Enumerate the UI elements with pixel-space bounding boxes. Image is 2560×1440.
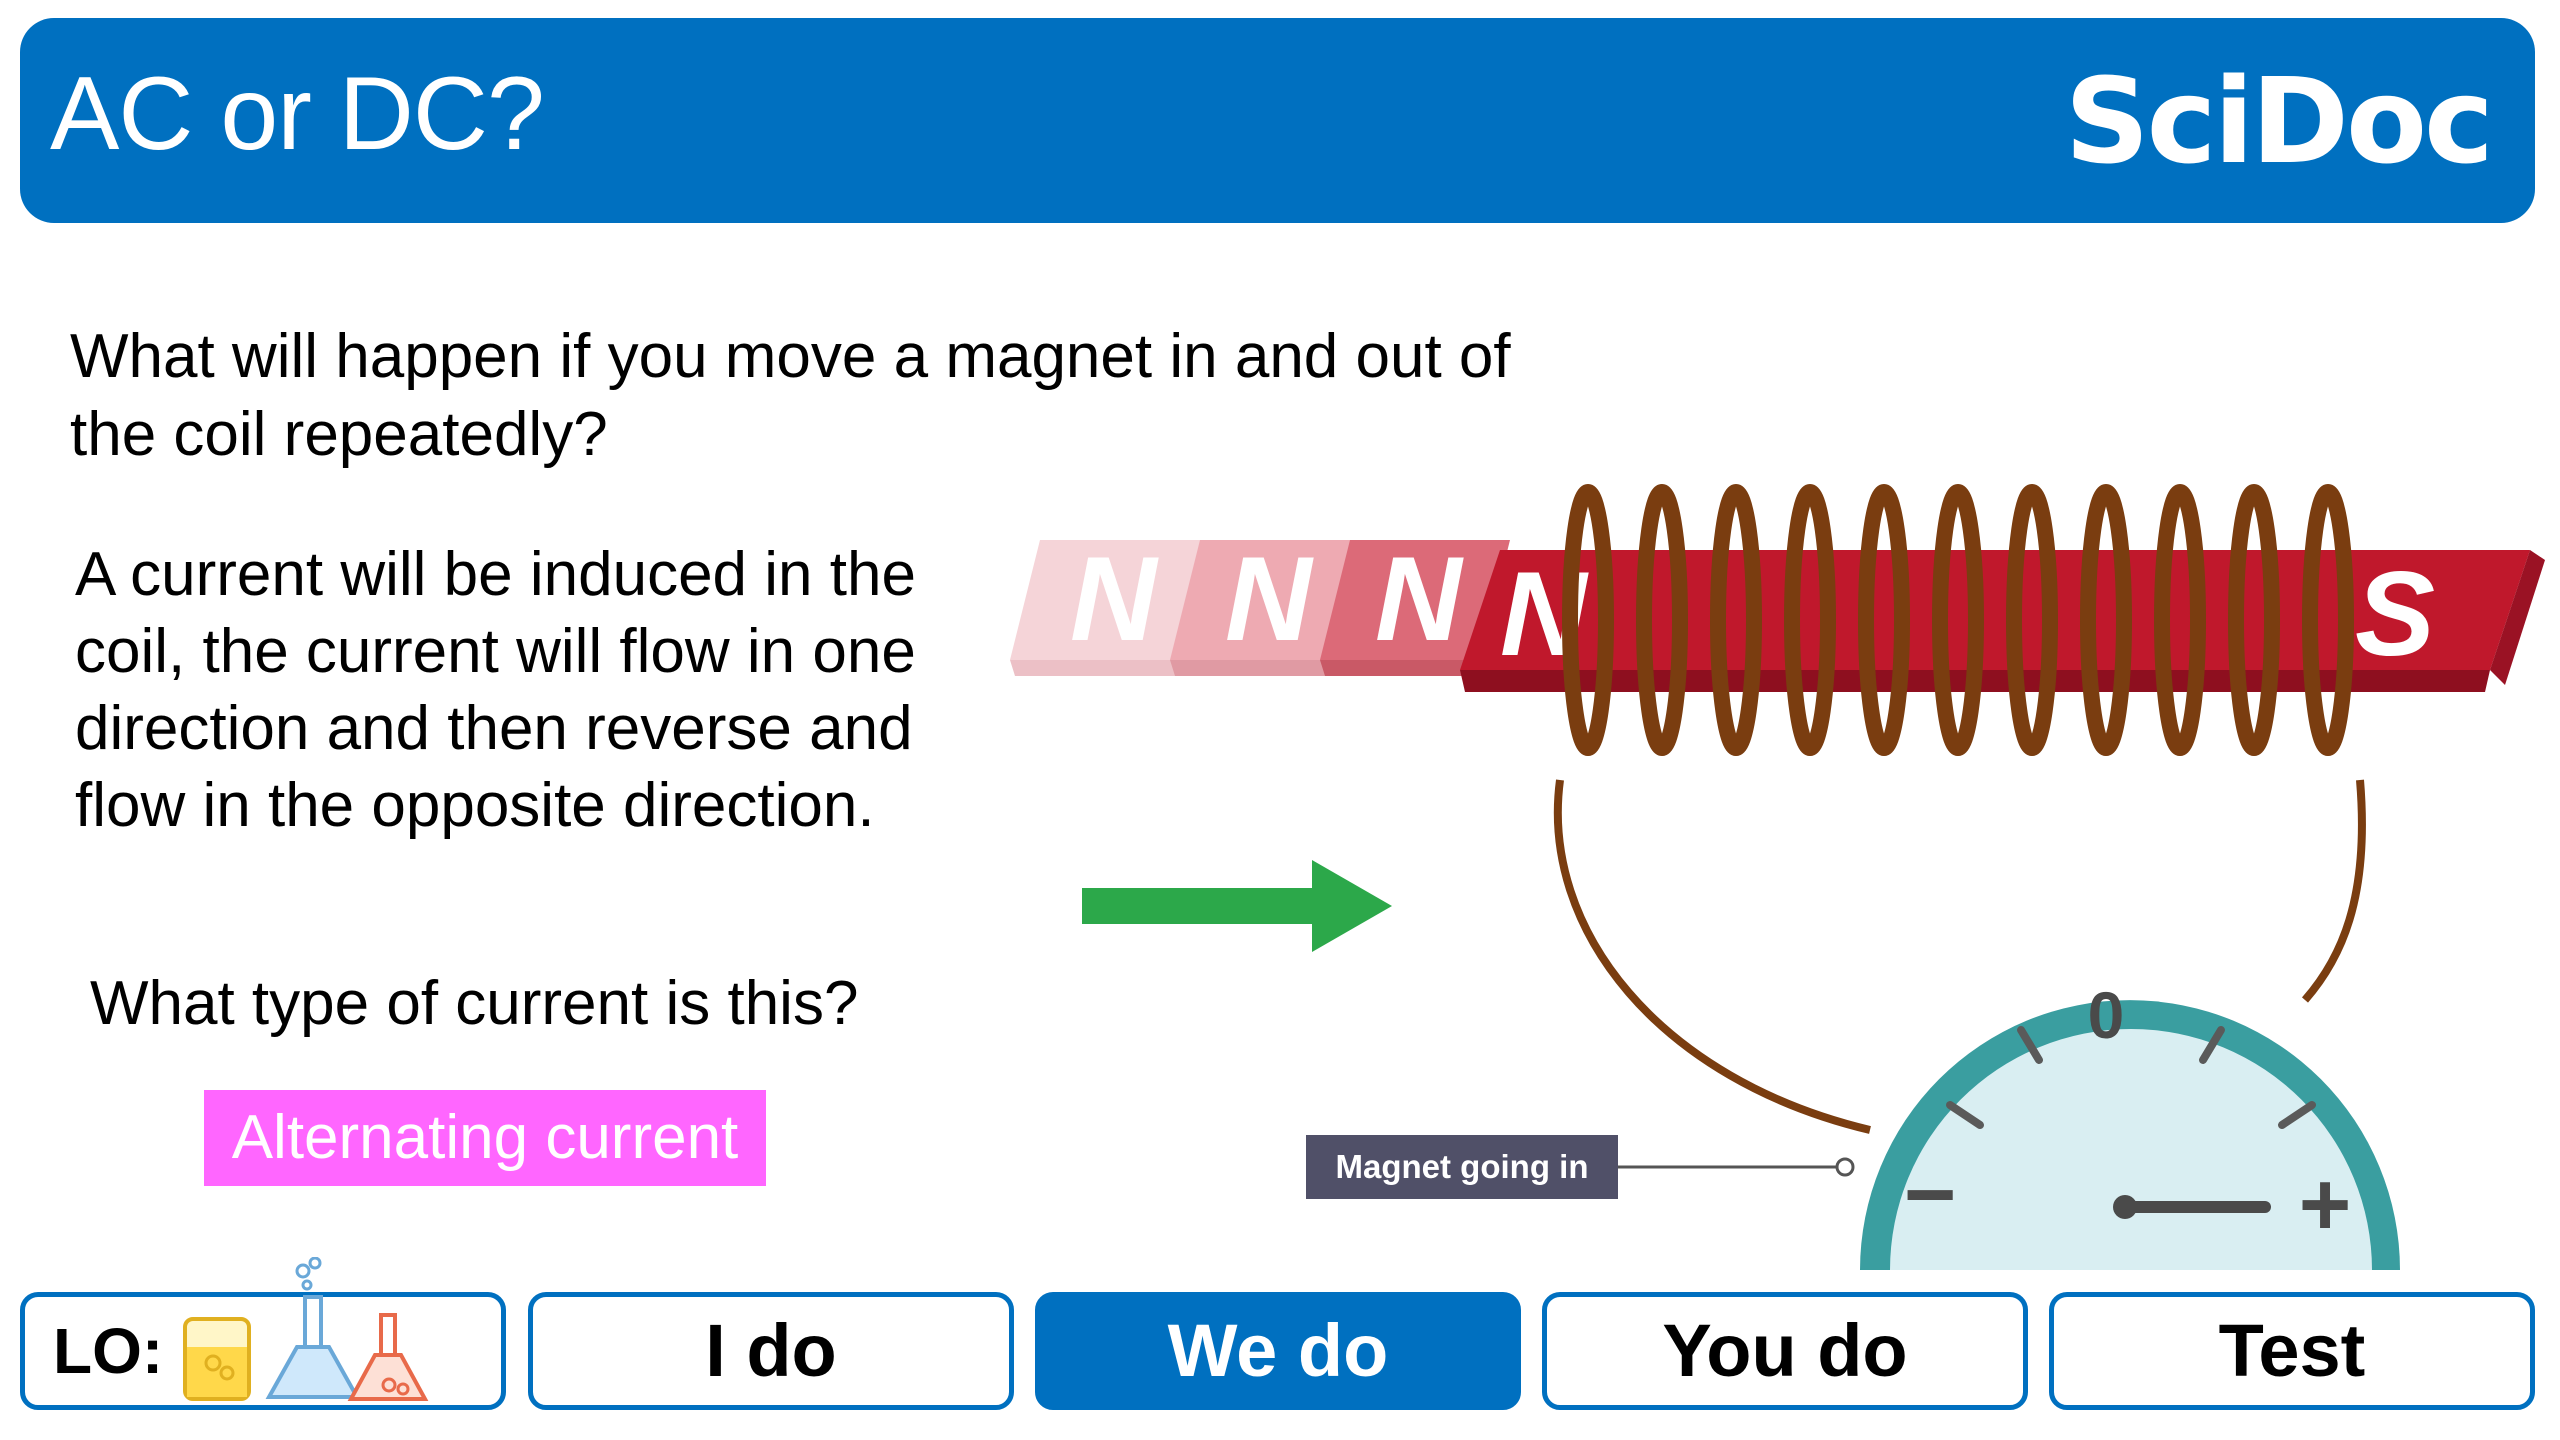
header-bar: AC or DC? SciDoc <box>20 18 2535 223</box>
page-title: AC or DC? <box>50 56 545 172</box>
alternating-current-answer[interactable]: Alternating current <box>204 1090 766 1186</box>
question-text: What will happen if you move a magnet in… <box>70 322 1511 469</box>
meter-minus-label: − <box>1904 1145 1957 1245</box>
bar-magnet: N S <box>1460 547 2545 692</box>
brand-logo: SciDoc <box>2064 52 2494 190</box>
lab-glassware-icon <box>183 1257 429 1401</box>
wire-left <box>1553 779 1871 1134</box>
wire-right <box>2301 779 2366 1003</box>
induction-diagram: N N N N S 0 − + <box>1010 484 2545 1270</box>
meter-zero-label: 0 <box>2088 978 2125 1052</box>
lesson-nav: LO: I do We do You do Test <box>20 1257 2540 1420</box>
wire-coil <box>1562 484 2354 756</box>
lo-tab[interactable]: LO: <box>20 1257 506 1410</box>
tab-you-do[interactable]: You do <box>1542 1292 2028 1410</box>
meter-plus-label: + <box>2299 1155 2352 1255</box>
tab-i-do[interactable]: I do <box>528 1292 1014 1410</box>
answer-text: A current will be induced in the coil, t… <box>75 540 916 840</box>
pole-n-ghost-3: N <box>1375 532 1464 666</box>
tab-we-do[interactable]: We do <box>1035 1292 1521 1410</box>
galvanometer-icon: 0 − + <box>1860 978 2400 1270</box>
magnet-going-in-callout: Magnet going in <box>1306 1135 1855 1199</box>
callout-label: Magnet going in <box>1336 1148 1589 1185</box>
tab-test[interactable]: Test <box>2049 1292 2535 1410</box>
pole-n-ghost-2: N <box>1225 532 1314 666</box>
lo-label: LO: <box>53 1315 164 1387</box>
pole-n-ghost-1: N <box>1070 532 1159 666</box>
motion-arrow-icon <box>1082 860 1392 952</box>
pole-s-label: S <box>2355 547 2435 681</box>
magnet-ghosts: N N N <box>1010 532 1510 676</box>
type-question-text: What type of current is this? <box>90 969 859 1038</box>
